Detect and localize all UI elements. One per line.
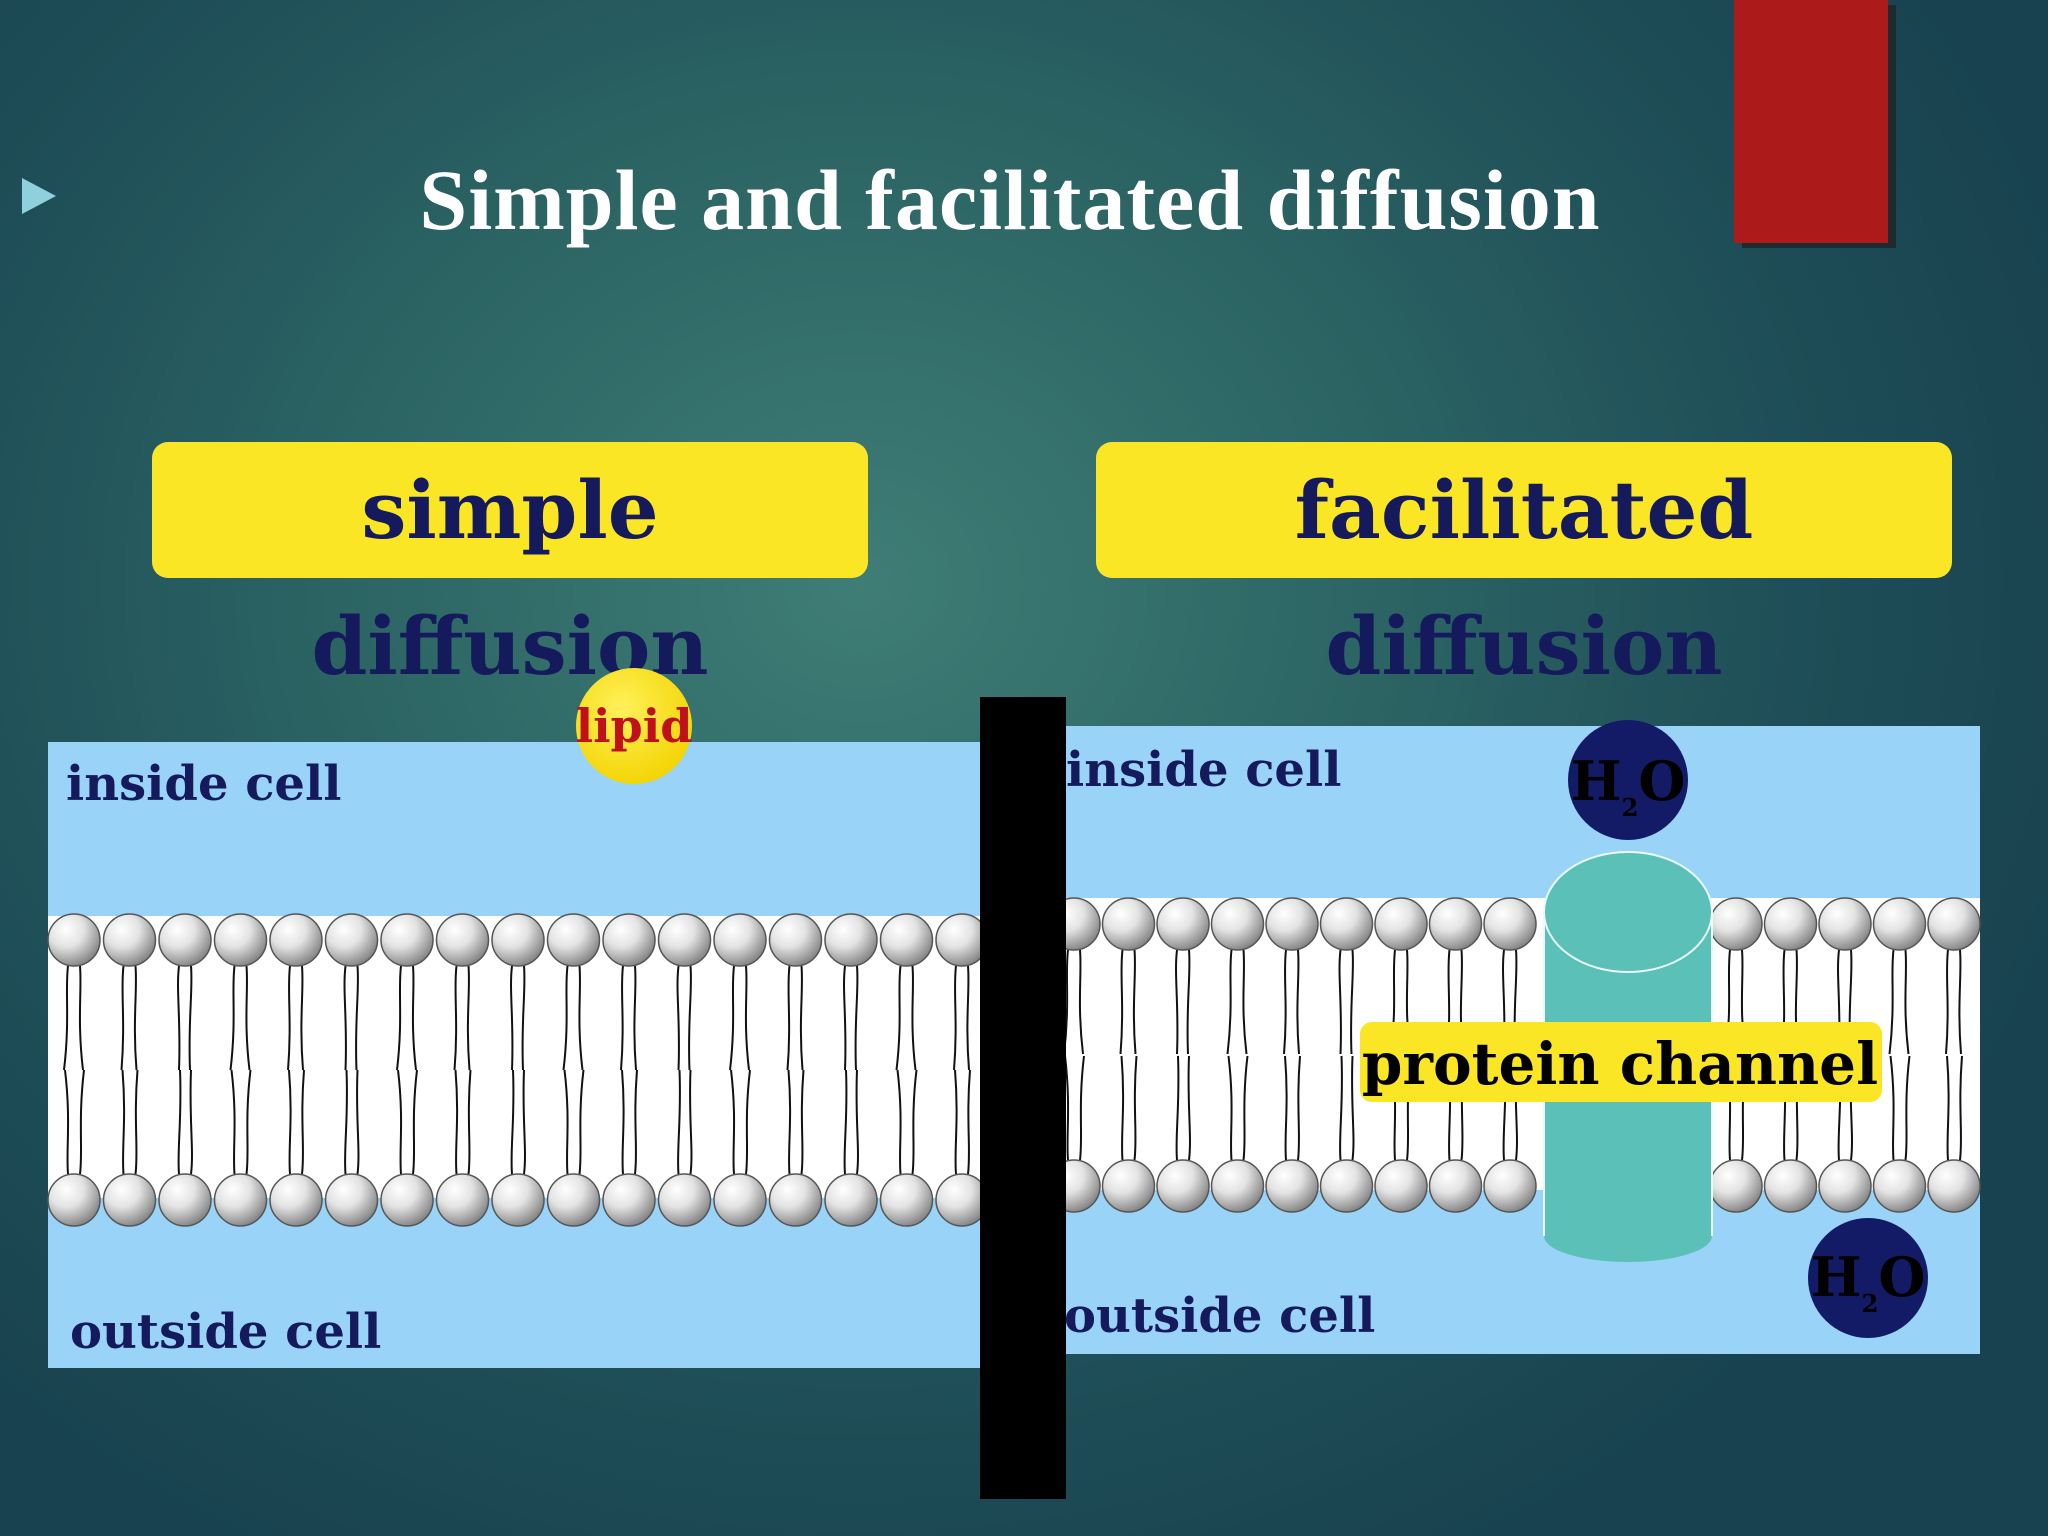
simple-diffusion-label: simple diffusion	[152, 442, 868, 693]
phospholipid-head	[102, 913, 157, 967]
phospholipid-head	[380, 913, 434, 967]
phospholipid-head	[546, 913, 601, 967]
left-panel	[47, 742, 989, 1368]
svg-text:H2O: H2O	[1571, 749, 1686, 822]
water-molecule-bottom: H2O	[1808, 1218, 1928, 1338]
lipid-molecule: lipid	[576, 668, 693, 784]
phospholipid-head	[1101, 1159, 1156, 1213]
phospholipid-head	[602, 913, 656, 967]
phospholipid-head	[1265, 897, 1319, 951]
water-bottom-h: H	[1811, 1245, 1862, 1309]
phospholipid-head	[158, 1173, 212, 1227]
phospholipid-head	[768, 913, 823, 967]
phospholipid-head	[1374, 897, 1428, 951]
phospholipid-head	[1709, 1159, 1763, 1213]
phospholipid-head	[47, 913, 101, 967]
phospholipid-head	[1428, 1159, 1483, 1213]
page-title: Simple and facilitated diffusion	[419, 152, 1601, 248]
phospholipid-head	[1319, 897, 1374, 951]
red-accent-block	[1734, 0, 1888, 243]
phospholipid-head	[1210, 1159, 1265, 1213]
phospholipid-head	[1483, 897, 1537, 951]
phospholipid-head	[324, 1173, 379, 1227]
phospholipid-head	[1156, 897, 1210, 951]
phospholipid-head	[657, 1173, 712, 1227]
panel-divider	[980, 697, 1066, 1499]
phospholipid-head	[657, 913, 712, 967]
left-lipid-heads	[47, 913, 989, 1227]
phospholipid-head	[1872, 1159, 1927, 1213]
phospholipid-head	[713, 1173, 767, 1227]
phospholipid-head	[1818, 897, 1872, 951]
phospholipid-head	[269, 913, 323, 967]
phospholipid-head	[824, 913, 878, 967]
water-molecule-top: H2O	[1568, 720, 1688, 840]
phospholipid-head	[602, 1173, 656, 1227]
phospholipid-head	[435, 1173, 490, 1227]
left-inside-label: inside cell	[66, 756, 341, 812]
phospholipid-head	[1818, 1159, 1872, 1213]
phospholipid-head	[1872, 897, 1927, 951]
phospholipid-head	[1156, 1159, 1210, 1213]
phospholipid-head	[1374, 1159, 1428, 1213]
phospholipid-head	[491, 1173, 545, 1227]
channel-top	[1543, 851, 1713, 973]
phospholipid-head	[47, 1173, 101, 1227]
phospholipid-head	[879, 913, 934, 967]
phospholipid-head	[1319, 1159, 1374, 1213]
phospholipid-head	[1927, 1159, 1981, 1213]
phospholipid-head	[158, 913, 212, 967]
phospholipid-head	[546, 1173, 601, 1227]
right-outside-label: outside cell	[1064, 1288, 1375, 1344]
phospholipid-head	[102, 1173, 157, 1227]
phospholipid-head	[491, 913, 545, 967]
phospholipid-head	[435, 913, 490, 967]
phospholipid-head	[1927, 897, 1981, 951]
phospholipid-head	[213, 1173, 268, 1227]
phospholipid-head	[324, 913, 379, 967]
phospholipid-head	[1763, 897, 1818, 951]
water-bottom-o: O	[1878, 1245, 1925, 1309]
svg-text:H2O: H2O	[1811, 1245, 1926, 1318]
left-outside-label: outside cell	[70, 1304, 381, 1360]
water-bottom-sub: 2	[1862, 1289, 1879, 1318]
phospholipid-head	[269, 1173, 323, 1227]
left-lipid-tails	[63, 965, 971, 1175]
phospholipid-head	[1101, 897, 1156, 951]
phospholipid-head	[1709, 897, 1763, 951]
right-inside-label: inside cell	[1066, 742, 1341, 798]
water-top-h: H	[1571, 749, 1622, 813]
phospholipid-head	[1210, 897, 1265, 951]
water-top-o: O	[1638, 749, 1685, 813]
play-bullet-icon	[22, 178, 56, 214]
phospholipid-head	[1428, 897, 1483, 951]
facilitated-diffusion-label: facilitated diffusion	[1096, 442, 1952, 693]
phospholipid-head	[879, 1173, 934, 1227]
phospholipid-head	[380, 1173, 434, 1227]
right-lipid-heads	[1047, 897, 1981, 1213]
svg-text:protein channel: protein channel	[1362, 1030, 1878, 1098]
channel-bottom	[1544, 1210, 1712, 1262]
phospholipid-head	[1483, 1159, 1537, 1213]
phospholipid-head	[1265, 1159, 1319, 1213]
phospholipid-head	[1763, 1159, 1818, 1213]
lipid-label: lipid	[576, 699, 693, 753]
phospholipid-head	[213, 913, 268, 967]
phospholipid-head	[713, 913, 767, 967]
phospholipid-head	[768, 1173, 823, 1227]
water-top-sub: 2	[1622, 793, 1639, 822]
phospholipid-head	[824, 1173, 878, 1227]
protein-channel-label: protein channel	[1360, 1022, 1882, 1102]
